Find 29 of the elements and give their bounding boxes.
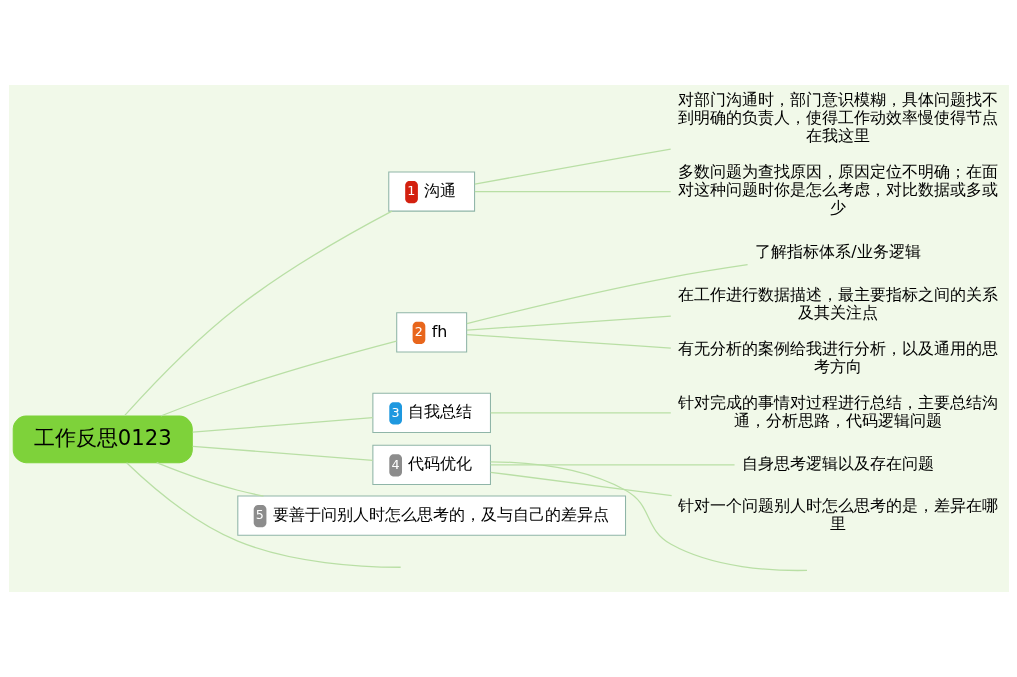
connector xyxy=(465,315,671,331)
connector xyxy=(123,210,393,417)
connector xyxy=(191,416,373,433)
connector xyxy=(155,462,264,497)
connector xyxy=(191,445,373,461)
node-text: 了解指标体系/业务逻辑 xyxy=(754,241,921,261)
node-text: 有无分析的案例给我进行分析，以及通用的思考方向 xyxy=(677,338,998,376)
connector xyxy=(465,334,671,349)
connector xyxy=(465,264,748,325)
node-text: 对部门沟通时，部门意识模糊，具体问题找不到明确的负责人，使得工作动效率慢使得节点在我这里 xyxy=(677,90,998,146)
connector xyxy=(473,148,671,185)
node-box: 5 要善于问别人时怎么思考的，及与自己的差异点 xyxy=(236,495,626,536)
node-text: 在工作进行数据描述，最主要指标之间的关系及其关注点 xyxy=(677,284,998,322)
node-text: 针对一个问题别人时怎么思考的是，差异在哪里 xyxy=(677,496,998,534)
connector xyxy=(489,461,808,572)
node-box: 工作反思0123 xyxy=(12,415,193,464)
connector xyxy=(489,464,735,466)
connector xyxy=(125,462,401,568)
node-box: 4 代码优化 xyxy=(371,444,491,485)
node-text: 自身思考逻辑以及存在问题 xyxy=(741,453,934,473)
connector xyxy=(489,471,672,497)
node-text: 多数问题为查找原因，原因定位不明确；在面对这种问题时你是怎么考虑，对比数据或多或少 xyxy=(677,162,998,218)
node-text: 针对完成的事情对过程进行总结，主要总结沟通，分析思路，代码逻辑问题 xyxy=(677,392,998,430)
node-box: 2 fh xyxy=(395,312,467,353)
connector xyxy=(473,190,671,193)
node-box: 1 沟通 xyxy=(387,171,475,212)
node-box: 3 自我总结 xyxy=(371,392,491,434)
connector xyxy=(489,412,671,414)
connector xyxy=(159,340,397,417)
